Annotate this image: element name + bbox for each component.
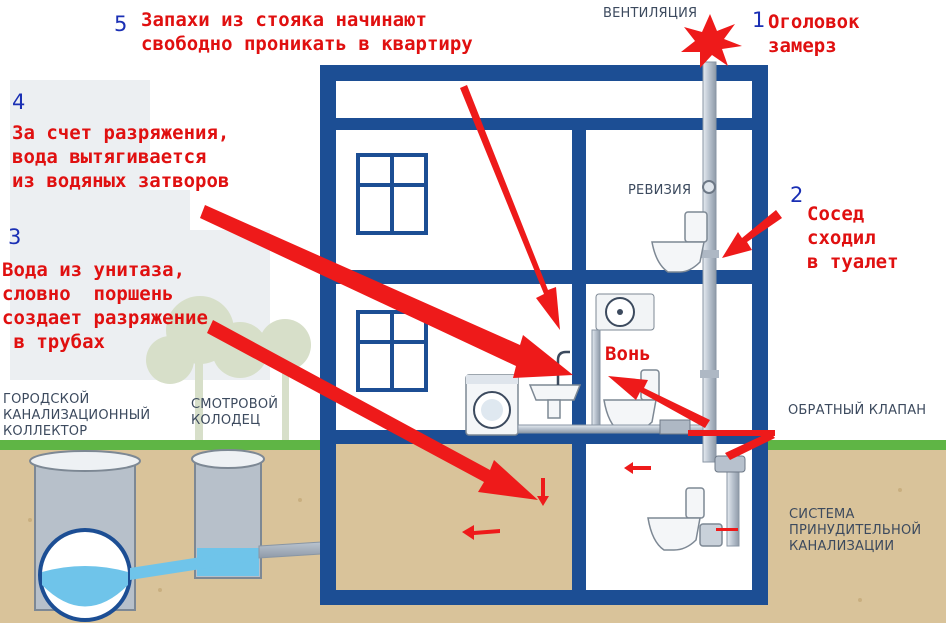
valve-marker-2 — [688, 430, 775, 436]
smell-label: Вонь — [605, 343, 651, 365]
arrow-smell — [608, 376, 710, 428]
drain-pipes — [517, 329, 704, 435]
flow-line-basement — [716, 528, 738, 531]
annotation-1-number: 1 — [752, 8, 766, 32]
arrow-5 — [460, 85, 560, 330]
background-buildings — [10, 80, 270, 380]
annotation-2-text: Сосед сходил в туалет — [807, 203, 899, 273]
city-collector — [29, 450, 141, 622]
flow-arrow-2 — [624, 462, 651, 474]
annotation-1-text: Оголовок замерз — [768, 11, 860, 57]
annotation-2-number: 2 — [790, 183, 804, 207]
annotation-3-text: Вода из унитаза, словно поршень создает … — [2, 259, 208, 353]
forced-sewer-label: СИСТЕМА ПРИНУДИТЕЛЬНОЙ КАНАЛИЗАЦИИ — [789, 507, 922, 554]
air-conditioner — [595, 293, 655, 331]
arrow-4 — [200, 205, 573, 378]
window-lower — [356, 310, 428, 392]
annotation-4-number: 4 — [12, 90, 26, 114]
washing-machine — [465, 374, 519, 436]
valve-marker-1 — [725, 432, 775, 460]
annotation-5-number: 5 — [114, 12, 128, 36]
toilet-upper — [651, 211, 708, 273]
riser-pipe — [700, 61, 746, 547]
annotation-4-text: За счет разряжения, вода вытягивается из… — [12, 122, 230, 192]
annotation-5-text: Запахи из стояка начинают свободно прони… — [141, 9, 473, 55]
inspection-well-label: СМОТРОВОЙ КОЛОДЕЦ — [191, 397, 279, 428]
basement-soil — [336, 444, 572, 590]
check-valve-label: ОБРАТНЫЙ КЛАПАН — [788, 403, 927, 418]
arrow-2 — [722, 210, 782, 258]
revision-label: РЕВИЗИЯ — [628, 183, 692, 198]
sink — [528, 350, 582, 419]
red-arrows — [200, 85, 782, 540]
window-upper — [356, 153, 428, 235]
ventilation-label: ВЕНТИЛЯЦИЯ — [603, 6, 698, 21]
flow-arrow-1 — [462, 525, 500, 540]
frozen-cap-burst — [681, 14, 742, 68]
arrow-3 — [207, 320, 538, 500]
flow-arrow-3 — [537, 478, 549, 506]
annotation-3-number: 3 — [8, 225, 22, 249]
city-collector-label: ГОРОДСКОЙ КАНАЛИЗАЦИОННЫЙ КОЛЛЕКТОР — [3, 392, 151, 439]
